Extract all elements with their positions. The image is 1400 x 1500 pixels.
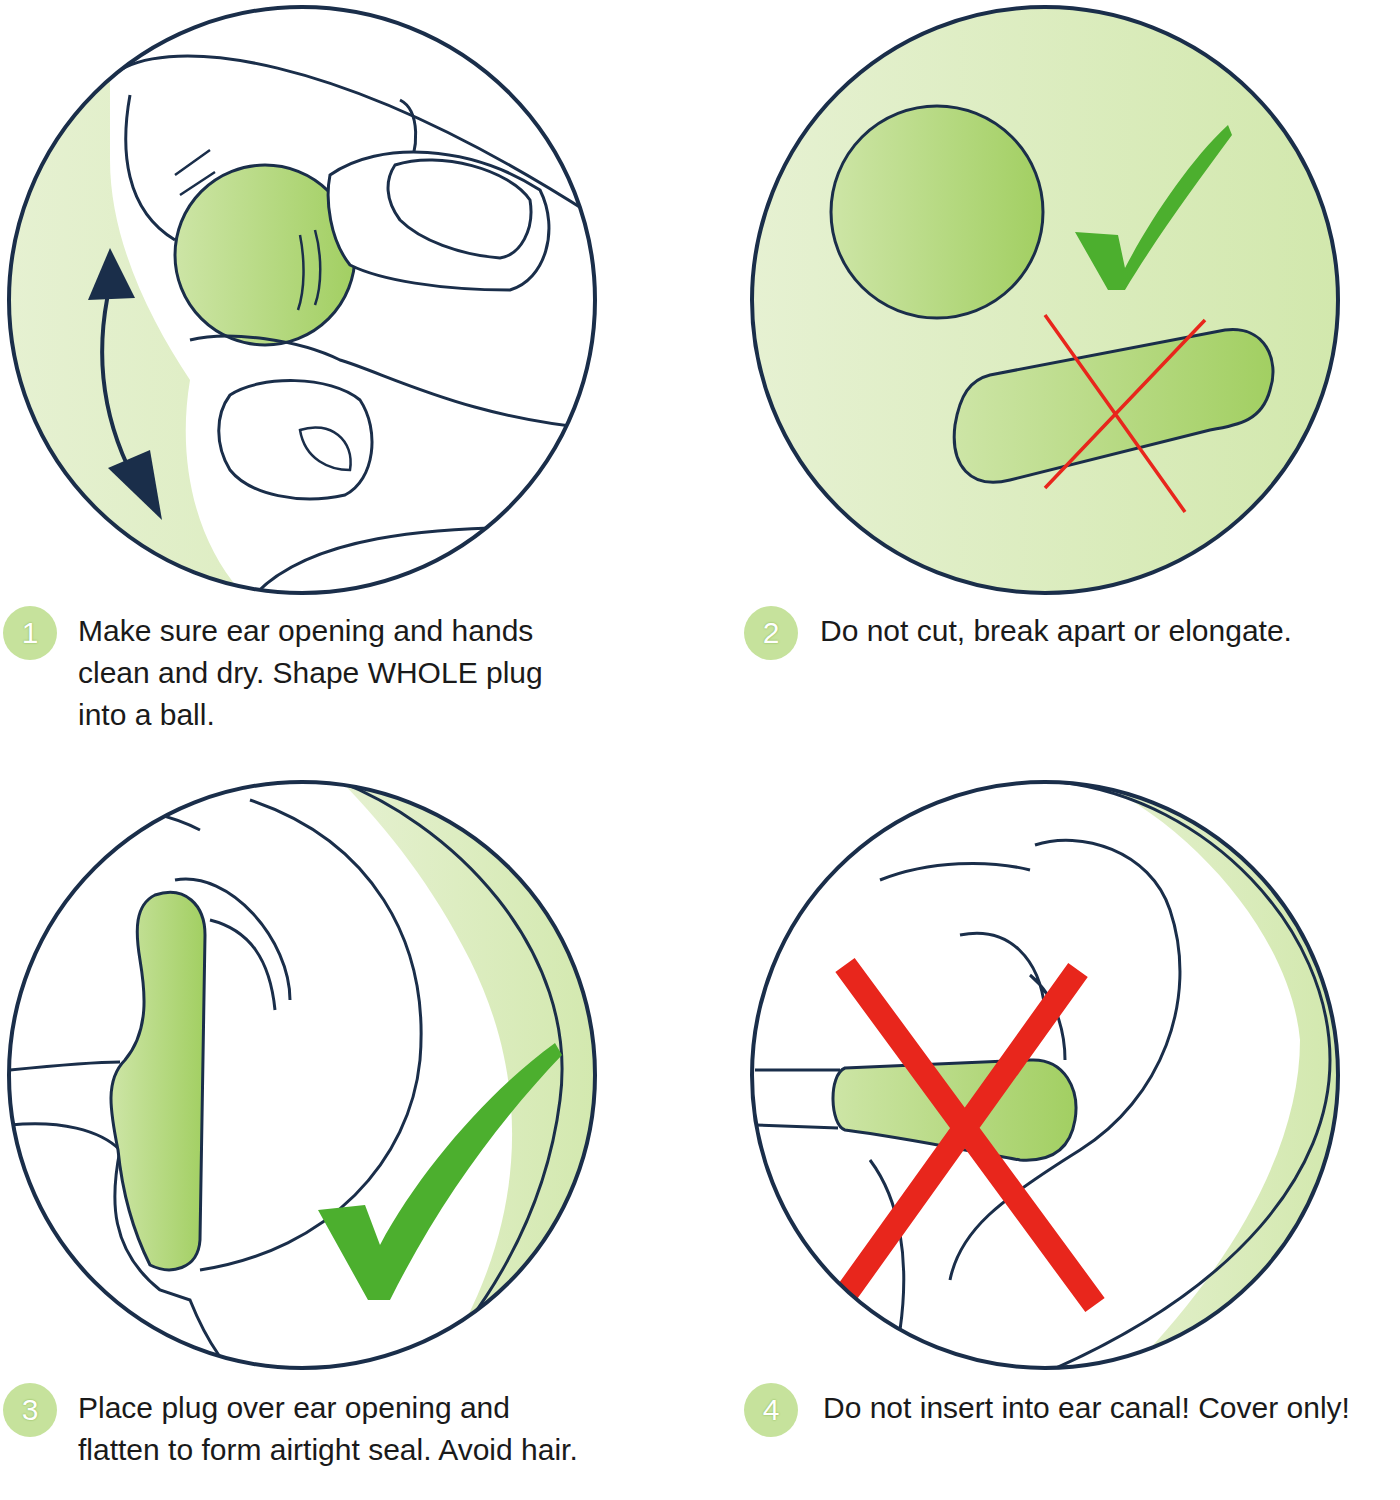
elongated-plug	[954, 330, 1273, 483]
earplug-ball	[831, 106, 1043, 318]
step-number: 3	[22, 1395, 39, 1425]
check-mark	[318, 1043, 562, 1300]
panel-circle	[752, 782, 1338, 1368]
step-caption: Place plug over ear opening and flatten …	[78, 1387, 598, 1471]
press-lines	[298, 230, 320, 310]
panel-circle	[752, 7, 1338, 593]
step-caption: Do not cut, break apart or elongate.	[820, 610, 1390, 652]
drawing-part	[745, 770, 1355, 1380]
hand-area	[110, 0, 610, 610]
panel-shape-ball	[0, 0, 610, 610]
panel-shape-check	[752, 7, 1338, 593]
step-number-circle: 2	[744, 606, 798, 660]
panel-no-insert	[745, 770, 1355, 1380]
panel-ground	[0, 770, 610, 1380]
cross-mark	[1045, 315, 1205, 512]
fingernail	[388, 160, 531, 258]
thumbnail	[300, 427, 351, 470]
panel-ground	[752, 7, 1338, 593]
drawing-part	[0, 0, 610, 610]
arrow-head-down	[108, 450, 162, 520]
helix-inner	[950, 840, 1180, 1280]
step-number: 2	[763, 618, 780, 648]
step-number: 1	[22, 618, 39, 648]
flattened-plug	[111, 892, 205, 1269]
panel-circle	[9, 7, 595, 593]
cross-mark	[838, 965, 1095, 1305]
step-number: 4	[763, 1395, 780, 1425]
drawing-part	[0, 770, 610, 1380]
helix-ground	[1070, 770, 1345, 1380]
step-number-circle: 4	[744, 1383, 798, 1437]
panel-ground	[0, 0, 610, 610]
step-number-circle: 3	[3, 1383, 57, 1437]
step-caption: Make sure ear opening and hands clean an…	[78, 610, 598, 736]
arrow-head-up	[88, 248, 135, 300]
helix-inner	[200, 800, 421, 1270]
finger-outline	[126, 95, 175, 240]
thumb	[219, 381, 372, 499]
panel-circle	[9, 782, 595, 1368]
panel-ground	[745, 770, 1355, 1380]
step-number-circle: 1	[3, 606, 57, 660]
finger	[328, 152, 549, 290]
step-caption: Do not insert into ear canal! Cover only…	[823, 1387, 1395, 1429]
panel-cover-ear	[0, 770, 610, 1380]
check-mark	[1075, 125, 1232, 290]
